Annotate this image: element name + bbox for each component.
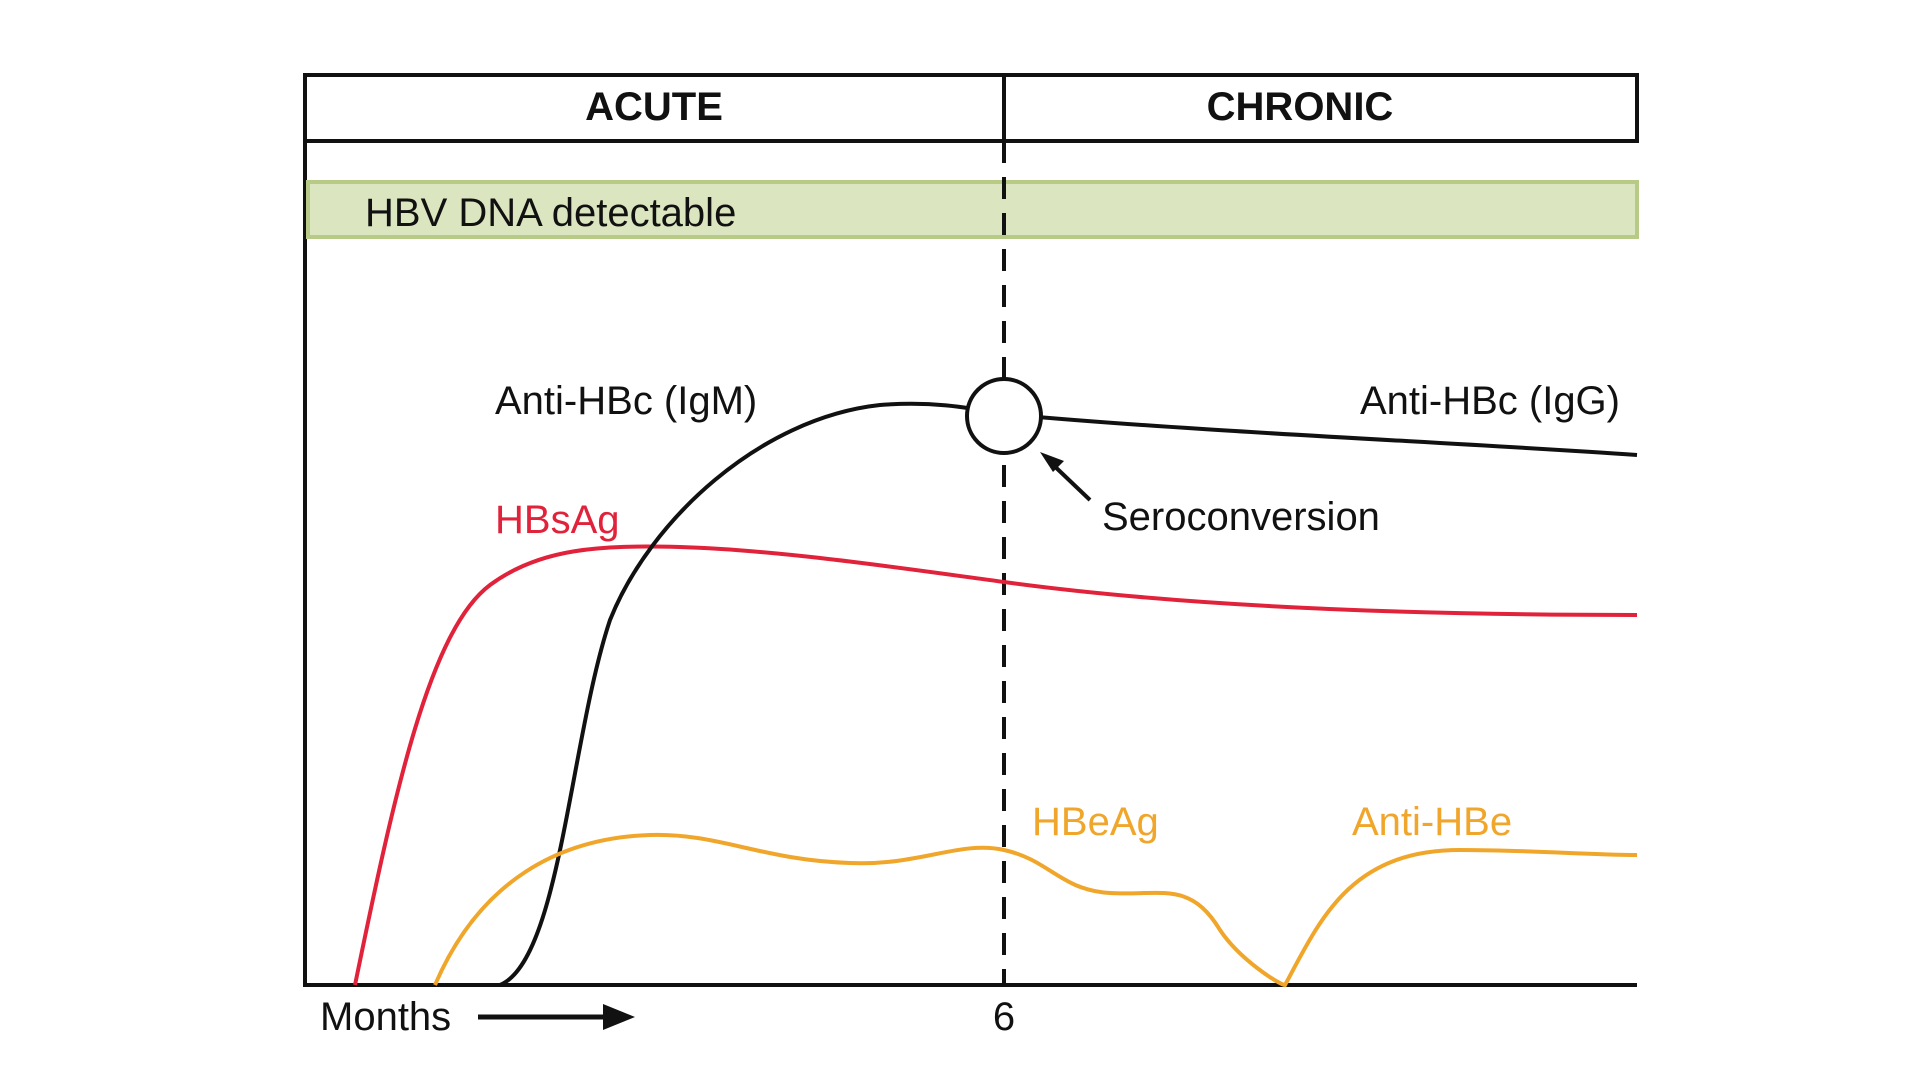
hbeag-label: HBeAg (1032, 800, 1159, 844)
phase-acute-label: ACUTE (585, 85, 723, 129)
hbv-dna-label: HBV DNA detectable (365, 191, 736, 235)
anti-hbc-igm-label: Anti-HBc (IgM) (495, 379, 757, 423)
anti-hbe-label: Anti-HBe (1352, 800, 1512, 844)
seroconversion-marker (965, 377, 1043, 455)
hbv-dna-band (306, 180, 1639, 239)
hbsag-label: HBsAg (495, 498, 620, 542)
months-arrow-head (603, 1004, 635, 1030)
seroconversion-label: Seroconversion (1102, 495, 1380, 539)
header-frame (303, 73, 1639, 143)
seroconversion-arrow-head (1040, 452, 1064, 472)
anti-hbc-igg-label: Anti-HBc (IgG) (1360, 379, 1620, 423)
months-axis-label: Months (320, 995, 451, 1039)
six-month-tick-label: 6 (993, 995, 1015, 1039)
hbeag-anti-hbe-curve (433, 832, 1638, 988)
anti-hbc-curve (499, 401, 1638, 987)
phase-chronic-label: CHRONIC (1207, 85, 1394, 129)
hbsag-curve (353, 544, 1638, 986)
